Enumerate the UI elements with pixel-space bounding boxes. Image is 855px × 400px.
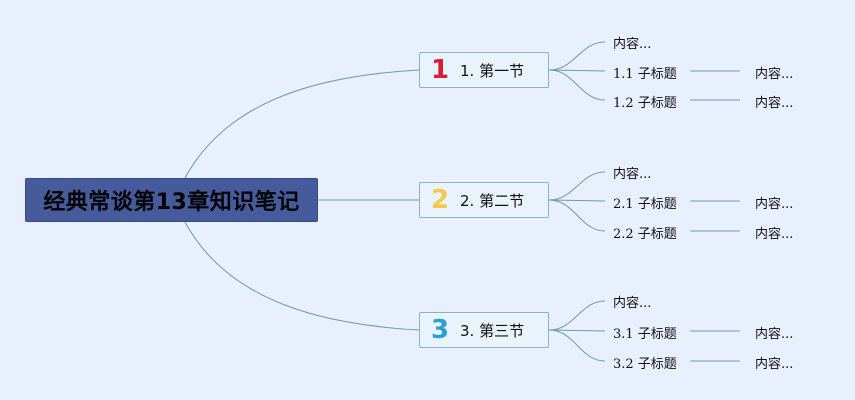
root-topic[interactable]: 经典常谈第13章知识笔记 [25, 178, 318, 222]
connector-s2-sub1 [548, 199, 606, 202]
connector-s3-content [548, 300, 606, 331]
number-2-icon: 2 [430, 185, 450, 215]
connector-s1-sub2 [548, 69, 606, 101]
subtopic-1-2[interactable]: 1.2 子标题 [613, 96, 677, 111]
subtopic-1-1-content[interactable]: 内容... [755, 67, 794, 82]
subtopic-2-2-content[interactable]: 内容... [755, 227, 794, 242]
connector-s3-sub1 [548, 329, 606, 332]
subtopic-2-2[interactable]: 2.2 子标题 [613, 227, 677, 242]
connector-s1-sub1 [548, 69, 606, 72]
connector-s2-sub2 [548, 199, 606, 232]
section-label: 2. 第二节 [460, 191, 525, 210]
section-3-content[interactable]: 内容... [613, 296, 652, 311]
subtopic-3-1-content[interactable]: 内容... [755, 327, 794, 342]
subtopic-3-2[interactable]: 3.2 子标题 [613, 357, 677, 372]
connector-s1-content [548, 41, 606, 71]
section-topic-3[interactable]: 3 3. 第三节 [419, 312, 549, 348]
subtopic-1-1[interactable]: 1.1 子标题 [613, 67, 677, 82]
connector-root-section-3 [184, 221, 420, 331]
subtopic-1-2-content[interactable]: 内容... [755, 96, 794, 111]
connector-s2-content [548, 171, 606, 201]
subtopic-3-1[interactable]: 3.1 子标题 [613, 327, 677, 342]
section-label: 3. 第三节 [460, 321, 525, 340]
subtopic-2-1-content[interactable]: 内容... [755, 197, 794, 212]
connector-s3-sub2 [548, 329, 606, 362]
section-2-content[interactable]: 内容... [613, 167, 652, 182]
connector-root-section-1 [184, 69, 420, 179]
number-3-icon: 3 [430, 315, 450, 345]
section-label: 1. 第一节 [460, 61, 525, 80]
section-topic-2[interactable]: 2 2. 第二节 [419, 182, 549, 218]
subtopic-2-1[interactable]: 2.1 子标题 [613, 197, 677, 212]
section-topic-1[interactable]: 1 1. 第一节 [419, 52, 549, 88]
subtopic-3-2-content[interactable]: 内容... [755, 357, 794, 372]
section-1-content[interactable]: 内容... [613, 37, 652, 52]
number-1-icon: 1 [430, 55, 450, 85]
root-topic-title: 经典常谈第13章知识笔记 [43, 190, 300, 215]
